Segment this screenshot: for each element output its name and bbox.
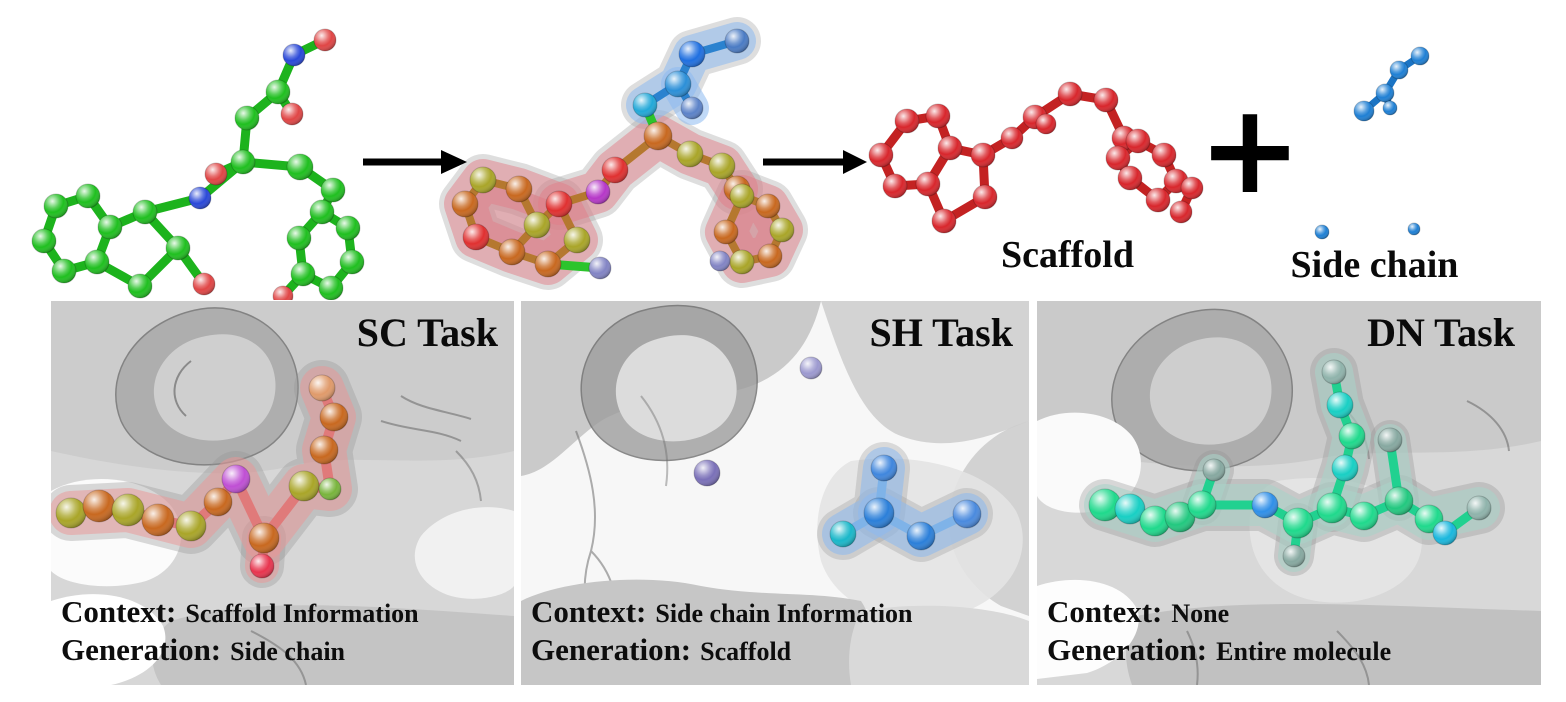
protein-surface xyxy=(51,301,514,685)
scaffold-label: Scaffold xyxy=(1001,234,1134,276)
generation-value: Side chain xyxy=(230,637,346,667)
sc-task-molecule xyxy=(51,360,362,588)
panel-dn-task: DN Task Context: None Generation: Entire m… xyxy=(1037,301,1541,685)
context-line: Context: Side chain Information xyxy=(531,593,913,631)
arrow-right-icon xyxy=(763,150,867,174)
context-value: None xyxy=(1171,599,1230,629)
panel-sh-task: SH Task Context: Side chain Information G… xyxy=(521,301,1029,685)
plus-icon: + xyxy=(1198,78,1302,222)
arrow-right-icon xyxy=(363,150,467,174)
protein-surface xyxy=(521,301,1029,685)
task-label-dn: DN Task xyxy=(1367,310,1515,355)
decomposed-molecule xyxy=(439,17,808,290)
generation-line: Generation: Entire molecule xyxy=(1047,631,1391,669)
generation-value: Entire molecule xyxy=(1216,637,1392,667)
generation-line: Generation: Side chain xyxy=(61,631,419,669)
panel-caption: Context: Side chain Information Generatio… xyxy=(531,593,913,669)
panel-sc-task: SC Task Context: Scaffold Information Gen… xyxy=(51,301,514,685)
generation-line: Generation: Scaffold xyxy=(531,631,913,669)
context-line: Context: None xyxy=(1047,593,1391,631)
context-label: Context: xyxy=(1047,594,1163,630)
side-chain-fragments xyxy=(1314,46,1430,240)
context-label: Context: xyxy=(531,594,647,630)
context-value: Scaffold Information xyxy=(185,599,419,629)
side-chain-label: Side chain xyxy=(1290,244,1459,286)
generation-label: Generation: xyxy=(531,632,692,668)
context-label: Context: xyxy=(61,594,177,630)
ligand-molecule xyxy=(31,28,365,300)
task-label-sh: SH Task xyxy=(869,310,1013,355)
generation-value: Scaffold xyxy=(700,637,792,667)
panel-caption: Context: Scaffold Information Generation:… xyxy=(61,593,419,669)
context-line: Context: Scaffold Information xyxy=(61,593,419,631)
generation-label: Generation: xyxy=(1047,632,1208,668)
top-molecule-diagram xyxy=(31,17,1430,300)
panel-caption: Context: None Generation: Entire molecule xyxy=(1047,593,1391,669)
dn-task-molecule xyxy=(1079,348,1505,576)
generation-label: Generation: xyxy=(61,632,222,668)
task-label-sc: SC Task xyxy=(356,310,498,355)
scaffold-molecule xyxy=(868,81,1204,234)
context-value: Side chain Information xyxy=(655,599,913,629)
sh-task-molecule xyxy=(693,356,993,562)
